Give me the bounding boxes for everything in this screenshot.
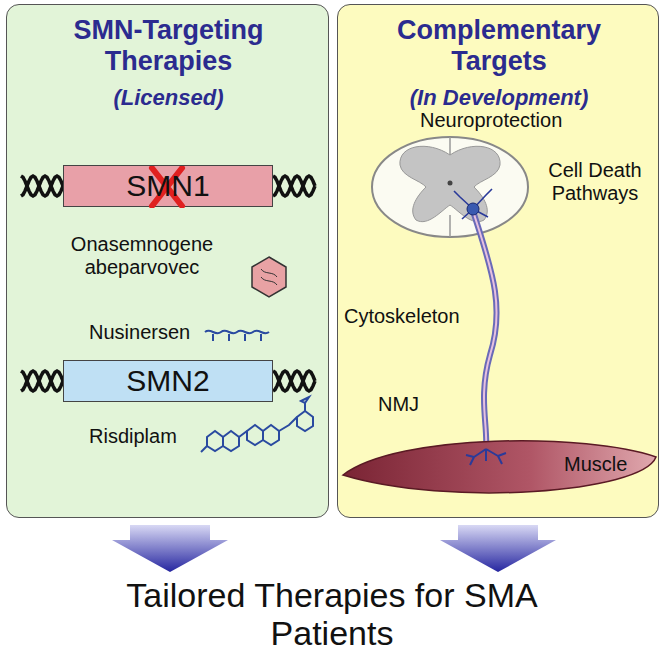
small-molecule-icon	[201, 397, 313, 452]
drug-name: Onasemnogene abeparvovec	[37, 233, 247, 279]
panel-heading: Complementary Targets	[358, 15, 640, 77]
target-label: Cell Death Pathways	[535, 159, 655, 205]
panel-heading: SMN-Targeting Therapies	[27, 15, 310, 77]
nmj-endplate	[466, 449, 506, 465]
caption: Tailored Therapies for SMA Patients	[112, 576, 552, 652]
gene-box: SMN2	[63, 360, 273, 402]
gene-label: SMN1	[126, 169, 209, 204]
target-illustration	[338, 5, 660, 519]
target-label: Neuroprotection	[420, 109, 562, 132]
target-label: Muscle	[564, 453, 627, 476]
drug-name: Nusinersen	[89, 321, 190, 344]
spinal-cord	[372, 137, 528, 237]
target-label: Cytoskeleton	[344, 305, 460, 328]
target-panel: Complementary Targets (In Development)Neu…	[337, 4, 659, 518]
target-label: NMJ	[378, 393, 419, 416]
antisense-oligo-icon	[205, 331, 269, 341]
down-arrow	[112, 525, 228, 572]
drug-name: Risdiplam	[89, 425, 177, 448]
muscle	[343, 441, 656, 493]
gene-label: SMN2	[126, 364, 209, 399]
panel-subheading: (In Development)	[358, 85, 640, 110]
therapy-panel: SMN-Targeting Therapies (Licensed) Onasemn…	[6, 4, 329, 518]
aav-capsid-icon	[252, 257, 286, 297]
panel-subheading: (Licensed)	[27, 85, 310, 110]
motor-neuron	[454, 189, 497, 449]
gene-box: SMN1	[63, 165, 273, 207]
down-arrow	[440, 525, 556, 572]
